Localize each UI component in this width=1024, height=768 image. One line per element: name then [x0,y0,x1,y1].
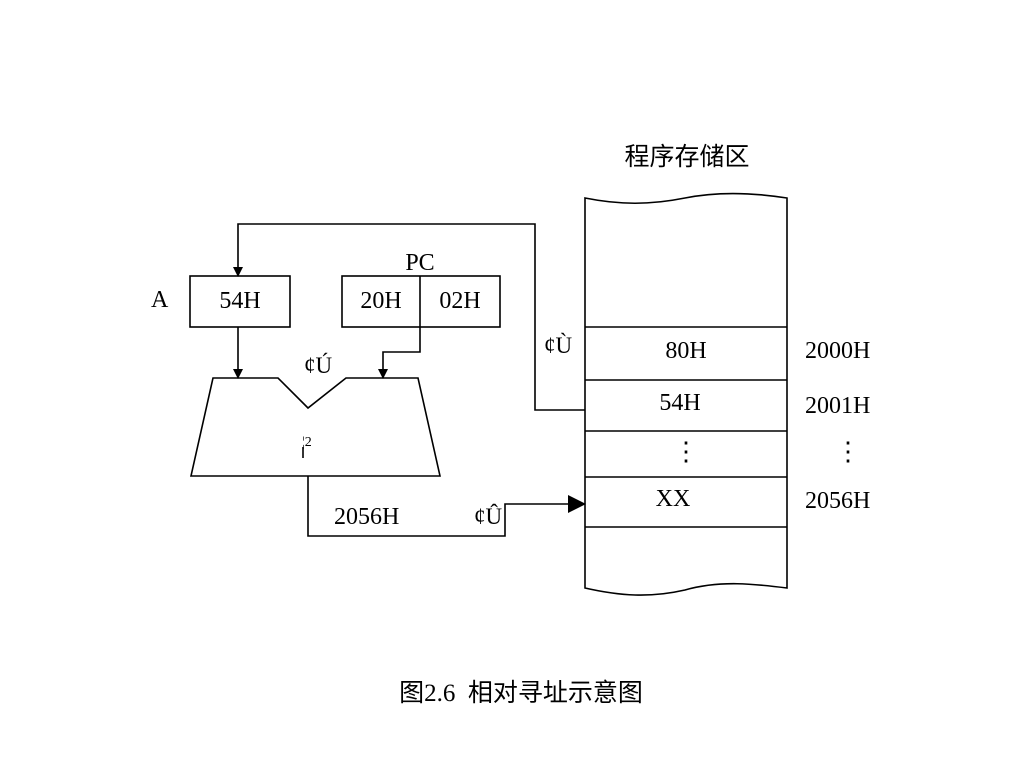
pc-register: PC 20H 02H [341,250,501,328]
figure-caption: 图2.6 相对寻址示意图 [399,679,643,707]
result-to-memory-line [307,476,586,537]
memory-title: 程序存储区 [624,143,749,171]
memory-outline [584,192,788,596]
adder: ¢Ú ¦2 [190,352,441,477]
memory-ellipsis: ⋮ [673,437,699,466]
register-a-label: A [151,287,169,313]
memory-address: 2000H [805,338,870,364]
register-a: A 54H [151,275,291,328]
pc-low-byte: 02H [439,288,480,314]
memory-cell-value: XX [656,486,691,512]
memory-address: 2056H [805,488,870,514]
program-memory: 程序存储区 80H 54H ⋮ XX 2000H 2001H ⋮ 2056H [584,143,870,596]
result-side-marker: ¢Û [474,503,503,529]
register-a-value: 54H [219,288,260,314]
adder-outline [190,377,441,477]
pc-box [341,275,501,328]
pc-to-adder-arrow [378,327,421,379]
memory-address: 2001H [805,393,870,419]
pc-high-byte: 20H [360,288,401,314]
address-ellipsis: ⋮ [835,437,861,466]
pc-label: PC [405,250,434,276]
memory-cell-value: 54H [659,390,700,416]
memory-side-marker: ¢Ù [544,332,573,358]
result-address: 2056H [334,504,399,530]
adder-input-marker: ¢Ú [304,352,333,378]
adder-mark: ¦2 [302,435,312,450]
memory-to-a-line [233,223,585,411]
memory-cell-value: 80H [665,338,706,364]
